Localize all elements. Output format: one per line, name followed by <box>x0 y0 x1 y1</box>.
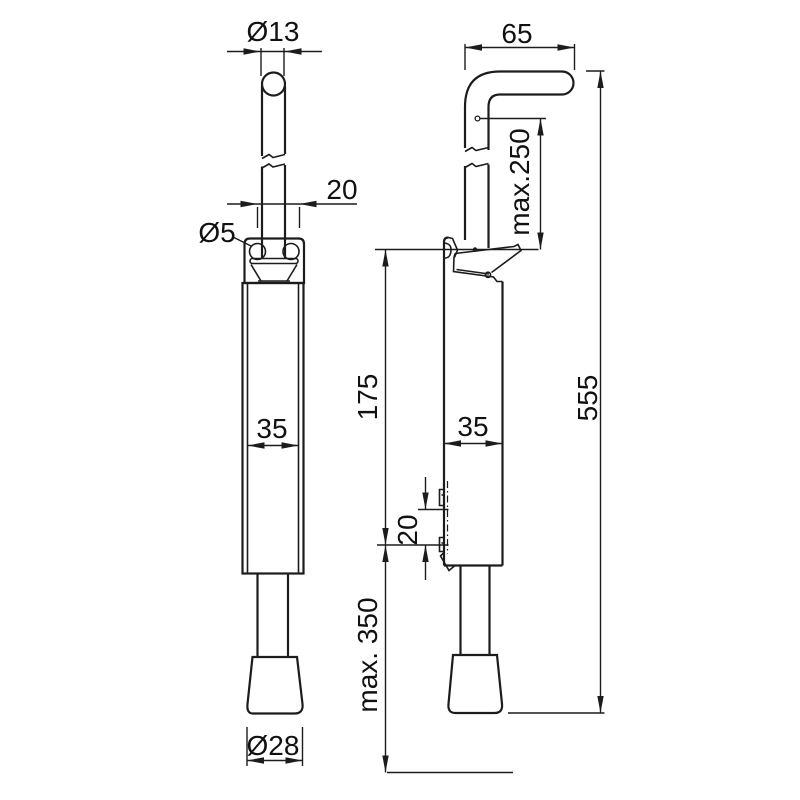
side-rubber-foot <box>447 653 504 715</box>
handle <box>463 70 575 150</box>
front-body <box>241 281 305 575</box>
dim-knob-diameter: Ø13 <box>227 16 322 76</box>
pedal-flange <box>456 268 490 275</box>
dim-handle-length: 65 <box>464 18 576 70</box>
label-slot-spacing: 20 <box>392 514 423 545</box>
label-front-body-width: 35 <box>256 413 287 444</box>
dim-slot-spacing: 20 <box>377 477 449 580</box>
label-max-drop: max. 350 <box>352 597 383 712</box>
mount-tab-upper <box>438 488 444 507</box>
mount-hook <box>439 551 456 572</box>
reference-dot-top <box>474 115 481 122</box>
label-knob-diameter: Ø13 <box>247 16 300 47</box>
label-side-body-depth: 35 <box>457 411 488 442</box>
label-pin-spacing: 20 <box>326 174 357 205</box>
break-line-upper <box>261 153 286 160</box>
rubber-foot <box>246 655 304 715</box>
funnel-left <box>250 264 262 282</box>
label-handle-length: 65 <box>501 18 532 49</box>
side-break-upper <box>464 146 489 153</box>
funnel-right <box>286 264 298 282</box>
label-max-release-height: max.250 <box>504 128 535 235</box>
label-foot-diameter: Ø28 <box>247 730 300 761</box>
break-line-lower <box>261 163 286 169</box>
knob-circle <box>260 71 287 97</box>
dim-housing-length: 175 <box>352 249 389 545</box>
dim-foot-diameter: Ø28 <box>246 727 304 766</box>
latch-knuckle <box>443 242 452 259</box>
dim-total-height: 555 <box>508 70 605 714</box>
front-view: Ø13 20 Ø5 35 Ø <box>198 16 358 766</box>
dim-side-body-depth: 35 <box>444 411 503 447</box>
pivot-dot <box>472 247 478 252</box>
dim-front-body-width: 35 <box>247 413 299 449</box>
side-break-lower <box>464 162 489 169</box>
label-total-height: 555 <box>572 375 603 422</box>
label-housing-length: 175 <box>352 374 383 421</box>
dim-max-release-height: max.250 <box>474 115 546 250</box>
latch-housing <box>243 237 306 285</box>
dim-pin-spacing: 20 <box>227 174 358 228</box>
pin-hole-left <box>248 242 267 261</box>
dim-max-drop: max. 350 <box>352 545 513 774</box>
latch-plate <box>249 257 299 265</box>
pin-hole-right <box>282 242 300 261</box>
pedal-bottom <box>452 253 503 283</box>
back-plate-edge <box>442 236 449 566</box>
dim-pin-diameter: Ø5 <box>198 217 253 248</box>
label-pin-diameter: Ø5 <box>198 217 235 248</box>
side-view: 65 max.250 175 20 <box>352 18 605 774</box>
pedal-pivot <box>484 271 492 279</box>
